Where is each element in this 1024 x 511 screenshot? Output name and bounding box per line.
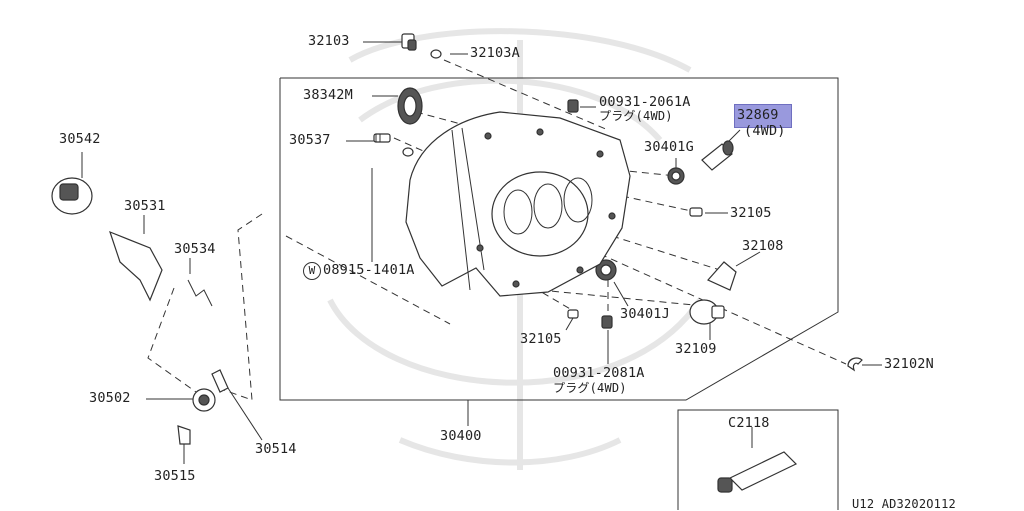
label-08915-1401A[interactable]: 08915-1401A (323, 262, 415, 278)
part-30531-fork[interactable] (109, 230, 163, 302)
part-32109-bearing[interactable] (689, 299, 725, 325)
label-32869-note: (4WD) (744, 123, 786, 139)
label-32109[interactable]: 32109 (675, 341, 717, 357)
label-00931-2061A[interactable]: 00931-2061A (599, 94, 691, 110)
label-30502[interactable]: 30502 (89, 390, 131, 406)
part-c2118-tube[interactable] (717, 451, 798, 493)
label-30401J[interactable]: 30401J (620, 306, 670, 322)
label-30400[interactable]: 30400 (440, 428, 482, 444)
part-08915-1401A-washer[interactable] (402, 147, 414, 157)
part-32108-cap[interactable] (707, 261, 737, 291)
housing-frame (279, 77, 839, 401)
washer-symbol: W (303, 262, 321, 280)
part-32105-dowel-right[interactable] (689, 207, 703, 217)
part-30502-release-bearing[interactable] (192, 388, 216, 412)
part-30537-bolt[interactable] (373, 133, 391, 143)
part-32102N-clip[interactable] (847, 357, 863, 372)
part-30515-clip[interactable] (177, 425, 191, 445)
label-30515[interactable]: 30515 (154, 468, 196, 484)
label-32102N[interactable]: 32102N (884, 356, 934, 372)
diagram-id: U12 AD3202O112 (852, 497, 956, 511)
label-c2118[interactable]: C2118 (728, 415, 770, 431)
label-30534[interactable]: 30534 (174, 241, 216, 257)
part-38342M-seal[interactable] (397, 87, 423, 125)
label-30542[interactable]: 30542 (59, 131, 101, 147)
label-32103[interactable]: 32103 (308, 33, 350, 49)
label-plug-4wd-upper: プラグ(4WD) (599, 109, 673, 123)
part-30401J-seal[interactable] (595, 259, 617, 281)
highlight-32869 (734, 104, 792, 128)
part-32103-bolt[interactable] (401, 33, 417, 51)
part-32869-sleeve[interactable] (701, 140, 734, 171)
label-32108[interactable]: 32108 (742, 238, 784, 254)
transmission-housing[interactable] (405, 111, 631, 297)
part-32103A-washer[interactable] (430, 49, 442, 59)
label-32105-lower[interactable]: 32105 (520, 331, 562, 347)
part-32105-dowel-lower[interactable] (567, 309, 579, 319)
label-32869[interactable]: 32869 (737, 107, 779, 123)
part-30514-clip[interactable] (211, 369, 229, 393)
part-30534-spring[interactable] (187, 279, 213, 307)
label-00931-2081A[interactable]: 00931-2081A (553, 365, 645, 381)
sealant-box (677, 409, 839, 510)
part-30542-bearing[interactable] (51, 177, 93, 215)
label-30531[interactable]: 30531 (124, 198, 166, 214)
label-38342M[interactable]: 38342M (303, 87, 353, 103)
label-32105-right[interactable]: 32105 (730, 205, 772, 221)
part-00931-2061A-plug[interactable] (567, 99, 579, 113)
part-30401G-bushing[interactable] (667, 167, 685, 185)
part-00931-2081A-plug[interactable] (601, 315, 613, 329)
label-plug-4wd-lower: プラグ(4WD) (553, 381, 627, 395)
leader-lines (81, 41, 882, 464)
watermark-emblem (327, 28, 703, 470)
label-30401G[interactable]: 30401G (644, 139, 694, 155)
label-32103A[interactable]: 32103A (470, 45, 520, 61)
label-30514[interactable]: 30514 (255, 441, 297, 457)
label-30537[interactable]: 30537 (289, 132, 331, 148)
